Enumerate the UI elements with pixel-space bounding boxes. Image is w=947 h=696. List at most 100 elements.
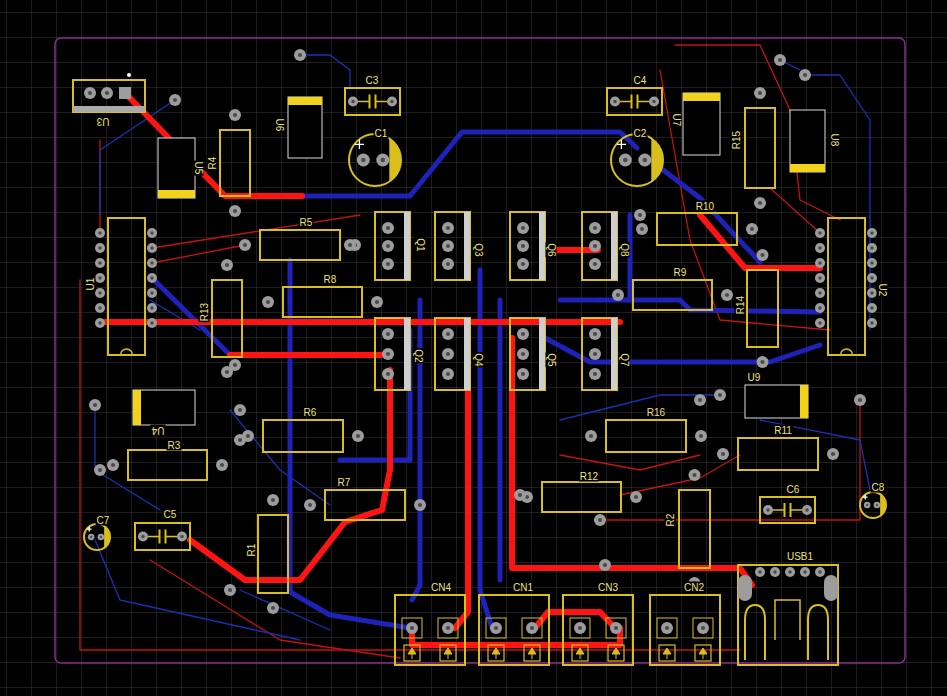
pad <box>406 622 418 634</box>
pad <box>442 222 454 234</box>
reference-designator: Q3 <box>473 242 484 257</box>
pad <box>612 289 624 301</box>
pad <box>147 318 157 328</box>
pad <box>867 258 877 268</box>
pad-hole <box>386 262 390 266</box>
usb-slot <box>808 605 828 660</box>
pad-hole <box>298 53 302 57</box>
pad-hole <box>758 201 762 205</box>
pad-hole <box>228 588 232 592</box>
pad-hole <box>308 503 312 507</box>
pad <box>229 205 241 217</box>
reference-designator: CN2 <box>683 582 705 593</box>
thin-red-trace <box>152 245 245 263</box>
pad-hole <box>866 504 868 506</box>
pad <box>442 328 454 340</box>
transistor-outline <box>510 212 545 280</box>
usb-outline <box>738 565 838 665</box>
pad <box>757 356 769 368</box>
pad-hole <box>818 306 822 310</box>
pad <box>755 567 765 577</box>
pad-hole <box>271 498 275 502</box>
traces <box>80 45 870 658</box>
polarity-mark <box>617 140 626 149</box>
reference-designator: C8 <box>871 482 886 493</box>
bottom-layer-trace <box>560 298 600 303</box>
square-pad <box>119 87 131 99</box>
pad <box>827 448 839 460</box>
pad <box>147 273 157 283</box>
pad <box>714 389 726 401</box>
transistor-outline <box>510 318 545 390</box>
pad <box>95 318 105 328</box>
reference-designator: R3 <box>167 440 182 451</box>
pin-outline <box>606 618 626 638</box>
pad-hole <box>386 352 390 356</box>
reference-designator: C7 <box>96 515 111 526</box>
pad-hole <box>593 244 597 248</box>
pad-hole <box>88 91 92 95</box>
pad <box>589 348 601 360</box>
electrolytic-outline <box>349 134 401 186</box>
pad-hole <box>98 246 102 250</box>
connector-outline <box>563 595 633 665</box>
pad-hole <box>150 246 154 250</box>
pad <box>267 602 279 614</box>
pad-hole <box>643 158 648 163</box>
pad <box>490 622 502 634</box>
pad <box>224 584 236 596</box>
pad <box>94 464 106 476</box>
pad <box>262 296 274 308</box>
pad <box>867 318 877 328</box>
pad-hole <box>803 570 807 574</box>
pin-marker <box>608 645 624 661</box>
pad <box>754 197 766 209</box>
pad-hole <box>521 262 525 266</box>
pad <box>88 534 95 541</box>
pin-arrow <box>408 648 416 659</box>
pin-arrow <box>444 648 452 659</box>
pad <box>234 434 246 446</box>
capacitor-plate <box>369 95 371 109</box>
transistor-tab <box>539 212 545 280</box>
reference-designator: U9 <box>747 372 762 383</box>
pad <box>854 394 866 406</box>
regulator-tab <box>73 106 145 112</box>
pad-hole <box>589 434 593 438</box>
reference-designator: C4 <box>633 75 648 86</box>
resistor-outline <box>679 490 710 568</box>
electrolytic-band <box>880 494 886 516</box>
reference-designator: U5 <box>193 161 204 176</box>
electrolytic-band <box>389 138 400 181</box>
pad-hole <box>521 332 525 336</box>
pin-outline <box>438 618 458 638</box>
pad <box>517 258 529 270</box>
pad <box>442 368 454 380</box>
bottom-layer-trace <box>650 160 760 262</box>
dip-outline <box>108 218 145 355</box>
pad <box>610 97 620 107</box>
reference-designator: Q6 <box>546 242 557 257</box>
pad-hole <box>858 398 862 402</box>
reference-designator: U2 <box>877 283 888 298</box>
pad-hole <box>593 332 597 336</box>
transistor-tab <box>464 318 470 390</box>
pad-hole <box>876 504 878 506</box>
pad-hole <box>698 398 702 402</box>
capacitor-outline <box>135 523 190 550</box>
bottom-layer-trace <box>152 278 230 355</box>
resistor-outline <box>738 438 818 470</box>
pad-hole <box>818 291 822 295</box>
bottom-layer-trace <box>302 132 637 196</box>
pad <box>107 459 119 471</box>
pad-hole <box>593 352 597 356</box>
connector-outline <box>650 595 720 665</box>
reference-designator: R10 <box>695 201 715 212</box>
dip-notch <box>121 349 133 355</box>
pad <box>357 154 370 167</box>
reference-designator: U6 <box>274 118 285 133</box>
pad-hole <box>173 98 177 102</box>
transistor-tab <box>611 318 617 390</box>
reference-designator: CN1 <box>512 582 534 593</box>
